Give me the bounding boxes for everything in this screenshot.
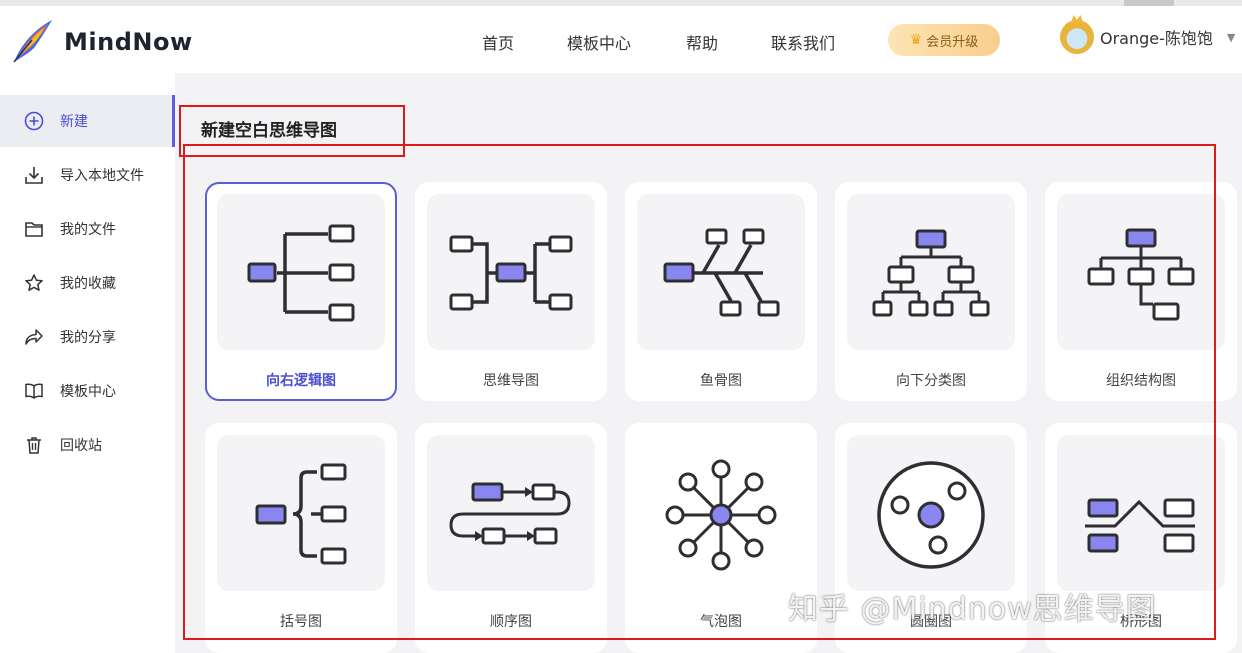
sidebar-item-label: 我的分享 bbox=[60, 330, 116, 346]
template-thumbnail bbox=[1057, 435, 1225, 591]
feather-logo-icon bbox=[13, 20, 52, 63]
template-thumbnail bbox=[637, 435, 805, 591]
template-label: 顺序图 bbox=[490, 614, 532, 630]
sidebar-item-new[interactable]: 新建 bbox=[0, 95, 175, 147]
template-label: 组织结构图 bbox=[1106, 373, 1176, 389]
user-name: Orange-陈饱饱 bbox=[1100, 29, 1213, 48]
template-thumbnail bbox=[847, 194, 1015, 350]
template-card-mind-map[interactable]: 思维导图 bbox=[415, 182, 607, 401]
sidebar-item-label: 我的文件 bbox=[60, 222, 116, 238]
org-chart-diagram-icon bbox=[1087, 228, 1195, 321]
template-label: 括号图 bbox=[280, 614, 322, 630]
template-label: 鱼骨图 bbox=[700, 373, 742, 389]
page-title: 新建空白思维导图 bbox=[201, 121, 337, 141]
user-menu[interactable]: Orange-陈饱饱 ▼ bbox=[1060, 20, 1235, 54]
scrollbar-tab[interactable] bbox=[1124, 0, 1174, 6]
template-card-logic-right[interactable]: 向右逻辑图 bbox=[205, 182, 397, 401]
header: MindNow 首页 模板中心 帮助 联系我们 ♛ 会员升级 Orange-陈饱… bbox=[0, 6, 1242, 73]
template-card-circle[interactable]: 圆圈图 bbox=[835, 423, 1027, 653]
nav-home[interactable]: 首页 bbox=[482, 34, 515, 53]
brand-name[interactable]: MindNow bbox=[64, 28, 193, 56]
template-label: 桥形图 bbox=[1120, 614, 1162, 630]
bubble-diagram-icon bbox=[665, 459, 777, 571]
template-thumbnail bbox=[217, 435, 385, 591]
vip-label: 会员升级 bbox=[926, 34, 979, 50]
sidebar-item-import[interactable]: 导入本地文件 bbox=[0, 149, 175, 201]
sidebar-item-label: 回收站 bbox=[60, 438, 102, 454]
mind-map-diagram-icon bbox=[449, 235, 573, 311]
sequence-diagram-icon bbox=[449, 482, 571, 545]
nav-contact[interactable]: 联系我们 bbox=[771, 34, 836, 53]
sidebar-item-label: 模板中心 bbox=[60, 384, 116, 400]
brace-diagram-icon bbox=[255, 463, 347, 565]
plus-circle-icon bbox=[24, 111, 44, 131]
vip-upgrade-button[interactable]: ♛ 会员升级 bbox=[888, 24, 1000, 56]
template-card-bubble[interactable]: 气泡图 bbox=[625, 423, 817, 653]
sidebar-item-my-files[interactable]: 我的文件 bbox=[0, 203, 175, 255]
sidebar: 新建 导入本地文件 我的文件 我的收藏 我的分享 模板中心 回收站 bbox=[0, 73, 175, 653]
chevron-down-icon[interactable]: ▼ bbox=[1226, 30, 1236, 44]
fishbone-diagram-icon bbox=[663, 228, 780, 317]
template-thumbnail bbox=[1057, 194, 1225, 350]
browser-top-strip bbox=[0, 0, 1242, 6]
template-label: 向右逻辑图 bbox=[266, 373, 336, 389]
avatar[interactable] bbox=[1060, 20, 1094, 54]
nav-help[interactable]: 帮助 bbox=[686, 34, 719, 53]
logic-right-diagram-icon bbox=[247, 224, 355, 322]
sidebar-item-label: 新建 bbox=[60, 114, 88, 130]
template-label: 思维导图 bbox=[483, 373, 539, 389]
folder-icon bbox=[25, 222, 43, 237]
circle-diagram-icon bbox=[877, 461, 985, 569]
down-classification-diagram-icon bbox=[872, 229, 990, 317]
bridge-diagram-icon bbox=[1085, 498, 1195, 553]
template-card-sequence[interactable]: 顺序图 bbox=[415, 423, 607, 653]
template-card-bridge[interactable]: 桥形图 bbox=[1045, 423, 1237, 653]
template-thumbnail bbox=[427, 194, 595, 350]
template-thumbnail bbox=[427, 435, 595, 591]
star-icon bbox=[25, 274, 43, 291]
sidebar-item-label: 导入本地文件 bbox=[60, 168, 144, 184]
sidebar-item-label: 我的收藏 bbox=[60, 276, 116, 292]
crown-icon: ♛ bbox=[909, 32, 923, 48]
template-label: 向下分类图 bbox=[896, 373, 966, 389]
sidebar-item-templates[interactable]: 模板中心 bbox=[0, 365, 175, 417]
template-card-brace[interactable]: 括号图 bbox=[205, 423, 397, 653]
share-icon bbox=[25, 329, 43, 345]
download-icon bbox=[25, 167, 43, 184]
template-card-fishbone[interactable]: 鱼骨图 bbox=[625, 182, 817, 401]
sidebar-item-favorites[interactable]: 我的收藏 bbox=[0, 257, 175, 309]
nav-templates[interactable]: 模板中心 bbox=[567, 34, 632, 53]
sidebar-item-trash[interactable]: 回收站 bbox=[0, 419, 175, 471]
template-label: 气泡图 bbox=[700, 614, 742, 630]
template-thumbnail bbox=[847, 435, 1015, 591]
book-icon bbox=[25, 383, 43, 399]
template-thumbnail bbox=[637, 194, 805, 350]
trash-icon bbox=[27, 437, 41, 454]
template-thumbnail bbox=[217, 194, 385, 350]
template-card-org-chart[interactable]: 组织结构图 bbox=[1045, 182, 1237, 401]
template-card-down-classification[interactable]: 向下分类图 bbox=[835, 182, 1027, 401]
template-label: 圆圈图 bbox=[910, 614, 952, 630]
sidebar-item-shares[interactable]: 我的分享 bbox=[0, 311, 175, 363]
